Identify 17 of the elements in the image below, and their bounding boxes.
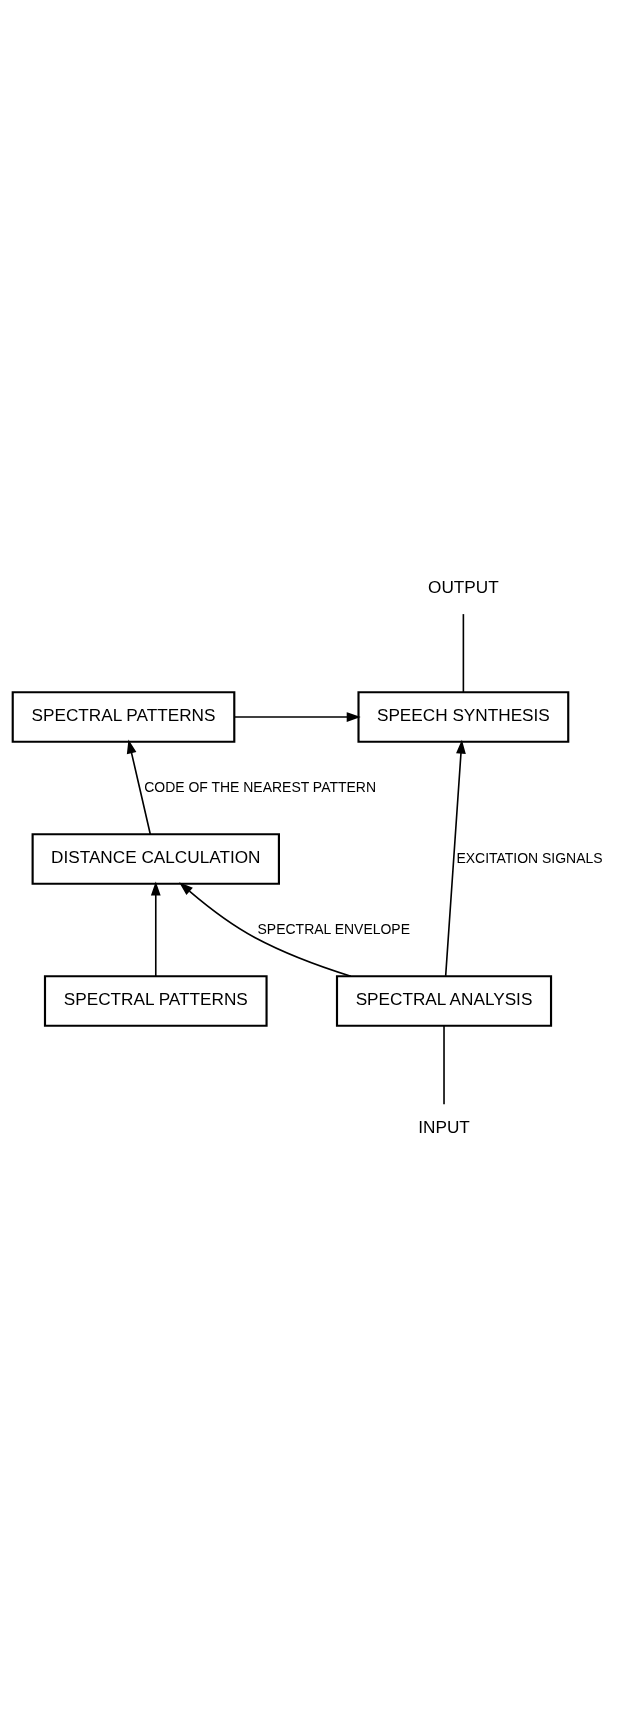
arrow [444, 739, 466, 977]
edge-label: EXCITATION SIGNALS [456, 849, 603, 866]
node-text: INPUT [418, 1117, 470, 1138]
arrow [179, 882, 352, 978]
node-box: SPECTRAL PATTERNS [11, 691, 236, 743]
node-box: SPECTRAL ANALYSIS [335, 975, 553, 1027]
arrow [126, 739, 152, 835]
node-box: DISTANCE CALCULATION [31, 833, 280, 885]
edge-label: SPECTRAL ENVELOPE [257, 920, 410, 937]
connector [462, 613, 465, 694]
connector [443, 1025, 445, 1105]
arrow [233, 712, 361, 722]
edge-label: CODE OF THE NEAREST PATTERN [144, 778, 377, 795]
node-box: SPEECH SYNTHESIS [357, 691, 570, 743]
node-text: OUTPUT [428, 577, 499, 598]
node-box: SPECTRAL PATTERNS [43, 975, 268, 1027]
arrow [150, 881, 161, 977]
